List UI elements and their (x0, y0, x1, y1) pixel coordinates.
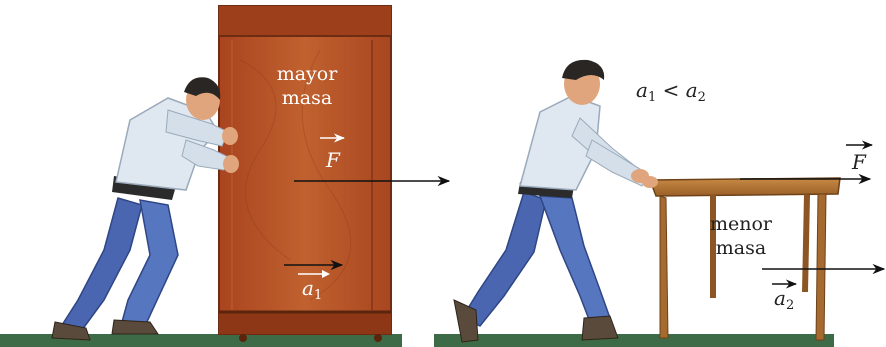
relation-a1: a (636, 78, 648, 102)
accel-symbol-left: a (302, 276, 314, 300)
table-label: menor masa (706, 212, 776, 260)
cabinet-label-line2: masa (272, 86, 342, 110)
force-label-right: F (852, 150, 866, 174)
accel-symbol-right: a (774, 286, 786, 310)
table-label-line2: masa (706, 236, 776, 260)
relation-sub1: 1 (648, 90, 656, 105)
cabinet-label-line1: mayor (272, 62, 342, 86)
force-label-left: F (326, 148, 340, 172)
accel-label-right: a2 (774, 286, 794, 313)
accel-subscript-left: 1 (314, 288, 322, 303)
cabinet-label: mayor masa (272, 62, 342, 110)
relation-a2: a (686, 78, 698, 102)
left-panel (0, 6, 402, 347)
relation-op: < (663, 78, 680, 102)
table-label-line1: menor (706, 212, 776, 236)
force-symbol-left: F (326, 148, 340, 172)
accel-subscript-right: 2 (786, 298, 794, 313)
acceleration-relation: a1 < a2 (636, 78, 706, 105)
person-pushing-cabinet (52, 77, 239, 340)
force-symbol-right: F (852, 150, 866, 174)
relation-sub2: 2 (698, 90, 706, 105)
floor-right (434, 334, 834, 347)
person-pushing-table (454, 60, 658, 342)
accel-label-left: a1 (302, 276, 322, 303)
